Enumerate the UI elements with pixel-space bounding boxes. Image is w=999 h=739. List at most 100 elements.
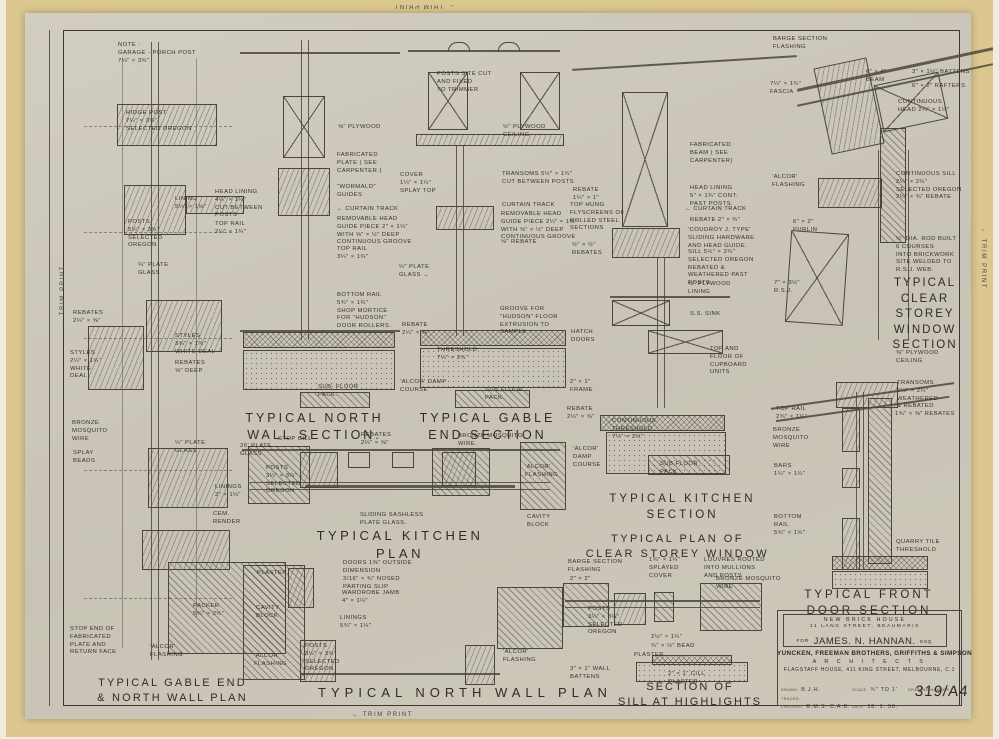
annotation: REBATES 2¼" × ⅝" bbox=[361, 432, 392, 446]
timber-section bbox=[88, 326, 144, 390]
linework bbox=[240, 52, 400, 54]
title-kitchen-plan: TYPICAL KITCHEN PLAN bbox=[316, 528, 484, 561]
annotation: STOP CILL bbox=[278, 436, 312, 442]
timber-section bbox=[436, 206, 494, 230]
brick-hatch bbox=[455, 390, 530, 408]
annotation: LININGS 2" × 1¼" bbox=[215, 484, 242, 498]
title-plan-clear-storey-window: TYPICAL PLAN OF CLEAR STOREY WINDOW bbox=[585, 533, 770, 560]
centerline bbox=[84, 598, 232, 599]
annotation: STYLES 3¾" × 1¾" WHITE DEAL bbox=[175, 333, 216, 355]
annotation: 2" × 1" CILL PLASTER bbox=[668, 671, 705, 685]
annotation: HEAD LINING 5" × 1¾" CONT. PAST POSTS. bbox=[690, 185, 738, 207]
concrete-stipple bbox=[243, 350, 395, 390]
annotation: REBATE 1¼" × 1" bbox=[573, 187, 599, 201]
annotation: BOTTOM RAIL 5¾" × 1¾" SHOP MORTICE FOR "… bbox=[337, 292, 392, 330]
timber-section bbox=[842, 468, 860, 488]
timber-section bbox=[148, 448, 228, 508]
annotation: CAVITY BLOCK bbox=[256, 605, 280, 619]
linework bbox=[610, 296, 730, 298]
splayed-cover-section bbox=[654, 592, 674, 622]
annotation: PLASTER. bbox=[257, 570, 290, 576]
annotation: 3" × 1½" BATTENS bbox=[912, 69, 970, 75]
linework bbox=[463, 146, 464, 336]
annotation: 6" × 4" BEAM bbox=[866, 69, 887, 83]
timber-section bbox=[300, 640, 336, 682]
glass-line bbox=[250, 482, 550, 483]
glass-line bbox=[305, 485, 515, 488]
brick-hatch bbox=[880, 128, 906, 243]
annotation: 'ALCOR' FLASHING bbox=[772, 174, 806, 188]
annotation: BRONZE MOSQUITO WIRE. bbox=[458, 433, 523, 447]
title-north-wall-section: TYPICAL NORTH WALL SECTION. bbox=[245, 411, 384, 442]
linework bbox=[863, 392, 864, 570]
annotation: ⅝" REBATE bbox=[501, 239, 537, 245]
annotation: ¾" × ½" BEAD bbox=[651, 643, 695, 649]
annotation: 2" × 1" FRAME bbox=[570, 379, 593, 393]
trim-print-marker-left: ← TRIM PRINT bbox=[60, 264, 66, 326]
annotation: REBATE 2¼" × ⅝" bbox=[402, 322, 430, 336]
title-north-wall-plan: TYPICAL NORTH WALL PLAN bbox=[318, 685, 612, 700]
title-section-sill-highlights: SECTION OF SILL AT HIGHLIGHTS bbox=[618, 681, 762, 708]
annotation: BARGE SECTION FLASHING bbox=[568, 559, 623, 573]
annotation: POSTS 5¼" × 3¾" SELECTED OREGON bbox=[128, 219, 163, 249]
brick-hatch bbox=[248, 446, 310, 504]
annotation: GROOVE FOR "HUDSON" FLOOR EXTRUSION TO S… bbox=[500, 306, 558, 336]
linework bbox=[301, 40, 302, 340]
annotation: FABRICATED PLATE ( SEE CARPENTER.) bbox=[337, 152, 382, 174]
linework bbox=[308, 40, 309, 340]
annotation: 1¾" × 1¼" SPLAYED COVER bbox=[649, 557, 681, 579]
timber-section bbox=[124, 185, 186, 235]
door-slab-hatch bbox=[868, 398, 892, 564]
centerline bbox=[84, 338, 232, 339]
annotation: CONTINUOUS SILL 2¼" × 2¼" SELECTED OREGO… bbox=[896, 171, 962, 201]
annotation: 'ALCOR' DAMP COURSE bbox=[400, 379, 447, 393]
project-name: NEW BRICK HOUSE bbox=[823, 617, 907, 623]
annotation: WARDROBE JAMB 4" × 1¼" bbox=[342, 590, 400, 604]
trim-arrow-icon: ← bbox=[352, 712, 360, 718]
annotation: ⅝" PLYWOOD bbox=[338, 124, 381, 130]
concrete-stipple bbox=[636, 662, 748, 682]
annotation: 'ALCOR' FLASHING bbox=[525, 464, 559, 478]
annotation: SLIDING SASHLESS PLATE GLASS. bbox=[360, 512, 424, 526]
project-address: 11 LANG STREET, BEAUMARIS bbox=[809, 624, 921, 629]
architect-address: FLAGSTAFF HOUSE, 411 KING STREET, MELBOU… bbox=[783, 667, 956, 673]
annotation: ½" DIA. ROD BUILT 6 COURSES INTO BRICKWO… bbox=[896, 236, 957, 274]
linework bbox=[240, 330, 400, 332]
architect-role: A R C H I T E C T S bbox=[812, 659, 927, 665]
annotation: LININGS 5¾" × 1¼" bbox=[340, 615, 372, 629]
annotation: TOP HUNG FLYSCREENS OF ROLLED STEEL SECT… bbox=[570, 202, 625, 232]
cupboard-section bbox=[612, 300, 670, 326]
annotation: ⅜" PLYWOOD CEILING bbox=[896, 350, 939, 364]
stud-section bbox=[283, 96, 325, 158]
annotation: LOUVRES ROUTED INTO MULLIONS AND POSTS bbox=[704, 557, 765, 579]
client-line: FOR JAMES. N. HANNAN. ESQ. bbox=[783, 631, 947, 649]
note-annotation: NOTE : GARAGE - PORCH POST 7¼" × 3¾" bbox=[118, 42, 196, 64]
linework bbox=[908, 150, 909, 340]
timber-section bbox=[416, 134, 564, 146]
brick-hatch bbox=[563, 583, 609, 627]
centerline bbox=[84, 126, 232, 127]
annotation: BARGE SECTION FLASHING bbox=[773, 36, 828, 50]
title-gable-end-section: TYPICAL GABLE END SECTION bbox=[419, 411, 556, 442]
annotation: ½" × ½" REBATES bbox=[572, 242, 603, 256]
annotation: 26' PLATE GLASS bbox=[240, 443, 272, 457]
annotation: ¼" PLATE GLASS bbox=[138, 262, 169, 276]
timber-section bbox=[278, 168, 330, 216]
annotation: BOTTOM RAIL 5¾" × 1¾" bbox=[774, 514, 806, 536]
annotation: BARS 1¼" × 1¼" bbox=[774, 463, 806, 477]
sheet-border bbox=[63, 30, 960, 706]
annotation: 'ALCOR' DAMP COURSE bbox=[573, 446, 601, 468]
project-box bbox=[783, 614, 947, 647]
concrete-stipple bbox=[420, 348, 566, 388]
glass-line bbox=[250, 489, 550, 490]
annotation: RIDGE POST 7¼" × 3¾" SELECTED OREGON bbox=[126, 110, 192, 132]
annotation: 'ALCOR' FLASHING bbox=[150, 644, 184, 658]
annotation: ¼" PLATE GLASS bbox=[175, 440, 206, 454]
annotation: SPLAY BEADS bbox=[73, 450, 96, 464]
annotation: 6" × 2" PURLIN bbox=[793, 219, 818, 233]
annotation: CAVITY BLOCK bbox=[527, 514, 551, 528]
centerline bbox=[84, 470, 232, 471]
annotation: 3/16" × ¾" NOSED PARTING SLIP bbox=[343, 576, 401, 590]
annotation: CONTINUOUS THRESHOLD 7¼" × 2¾" bbox=[612, 418, 657, 440]
